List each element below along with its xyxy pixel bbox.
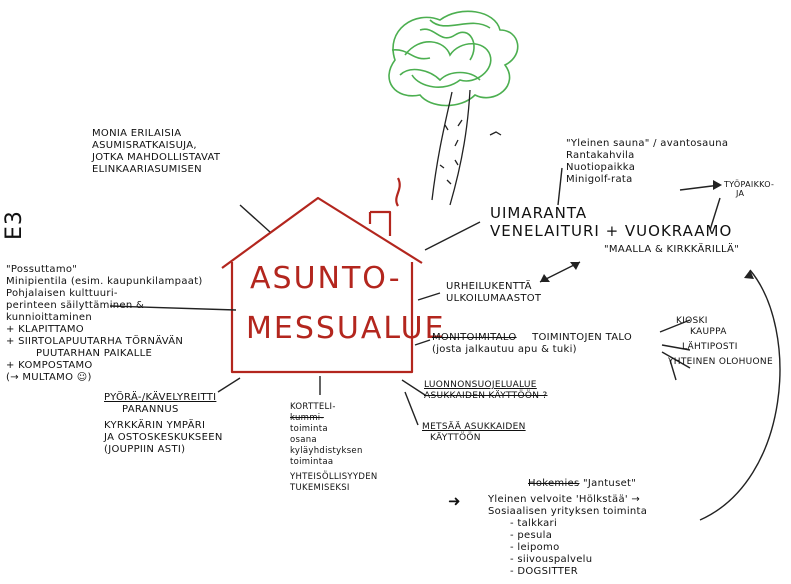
node-maalla: "MAALLA & KIRKKÄRILLÄ" [604, 244, 740, 255]
node-line: JA [736, 189, 745, 198]
arrowheads [540, 180, 754, 282]
node-line: Rantakahvila [566, 150, 635, 161]
node-line: Minigolf-rata [566, 174, 633, 185]
node-line: "Yleinen sauna" / avantosauna [566, 138, 729, 149]
node-line: - talkkari [510, 518, 558, 529]
node-vasen: "Possuttamo" Minipientila (esim. kaupunk… [6, 264, 203, 384]
node-line: - DOGSITTER [510, 566, 579, 577]
node-line: Sosiaalisen yrityksen toiminta [488, 506, 648, 517]
toimintojen-talo-sub: (josta jalkautuu apu & tuki) [432, 344, 577, 355]
node-luonnonsuojelu: LUONNONSUOJELUALUE ASUKKAIDEN KÄYTTÖÖN ? [424, 380, 548, 402]
jantuset-title: "Jantuset" [583, 478, 637, 489]
node-urheilukentta: URHEILUKENTTÄ ULKOILUMAASTOT [446, 281, 541, 305]
node-line: Pohjalaisen kulttuuri- [6, 288, 118, 299]
side-mark: E3 [2, 210, 27, 240]
node-line: ULKOILUMAASTOT [446, 293, 542, 304]
node-line: YHTEISÖLLISYYDEN [290, 472, 378, 482]
node-line: toimintaa [290, 457, 334, 467]
house-shape [221, 177, 423, 374]
node-line: METSÄÄ ASUKKAIDEN [422, 422, 526, 432]
node-uimaranta: UIMARANTA VENELAITURI + VUOKRAAMO [490, 204, 732, 240]
node-line: kunnioittaminen [6, 312, 92, 323]
node-line: ASUKKAIDEN KÄYTTÖÖN ? [424, 391, 548, 401]
node-line: + KOMPOSTAMO [6, 360, 93, 371]
node-line: + KLAPITTAMO [6, 324, 84, 335]
node-line: - leipomo [510, 542, 560, 553]
node-line: LUONNONSUOJELUALUE [424, 380, 537, 390]
node-toimintojen-talo-sub: KIOSKI KAUPPA LÄHTIPOSTI YHTEINEN OLOHUO… [668, 316, 773, 368]
struck-label: MONITOIMITALO [432, 332, 517, 343]
node-line: PYÖRÄ-/KÄVELYREITTI [104, 392, 217, 403]
struck-label: Hokemies [528, 478, 580, 489]
node-line: + SIIRTOLAPUUTARHA TÖRNÄVÄN [6, 336, 184, 347]
node-line: (JOUPPIIN ASTI) [104, 444, 186, 455]
node-line: KIOSKI [676, 316, 708, 326]
node-line: "Possuttamo" [6, 264, 78, 275]
node-line: - siivouspalvelu [510, 554, 593, 565]
node-line: KAUPPA [690, 327, 727, 337]
node-line: ELINKAARIASUMISEN [92, 164, 202, 175]
node-line: VENELAITURI + VUOKRAAMO [490, 222, 733, 240]
toimintojen-talo-title: TOIMINTOJEN TALO [532, 332, 633, 343]
node-line: JA OSTOSKESKUKSEEN [104, 432, 223, 443]
node-line: (→ MULTAMO ☺) [6, 372, 92, 383]
node-jantuset: Hokemies "Jantuset" Yleinen velvoite 'Hö… [488, 478, 647, 578]
node-line: KYRKKÄRIN YMPÄRI [104, 420, 206, 431]
node-line: Minipientila (esim. kaupunkilampaat) [6, 276, 203, 287]
connector-lines [109, 167, 781, 521]
node-line: kyläyhdistyksen [290, 446, 363, 456]
node-line: PARANNUS [122, 404, 179, 415]
node-tyopaikkoja: TYÖPAIKKO- JA [724, 180, 774, 198]
node-line: MONIA ERILAISIA [92, 128, 182, 139]
node-line: JOTKA MAHDOLLISTAVAT [92, 152, 221, 163]
node-line: UIMARANTA [490, 204, 588, 222]
node-line: KORTTELI- [290, 402, 336, 412]
node-line: Nuotiopaikka [566, 162, 636, 173]
node-line: URHEILUKENTTÄ [446, 281, 532, 292]
node-line: ASUMISRATKAISUJA, [92, 140, 197, 151]
node-toimintojen-talo: MONITOIMITALO TOIMINTOJEN TALO (josta ja… [432, 332, 632, 356]
node-kortteli: KORTTELI- kummi- toiminta osana kyläyhdi… [290, 402, 378, 494]
node-line: osana [290, 435, 317, 445]
tree-drawing [388, 10, 519, 206]
node-line: perinteen säilyttäminen & [6, 300, 145, 311]
center-title-line2: MESSUALUE [246, 311, 446, 346]
node-uimaranta-sub: "Yleinen sauna" / avantosauna Rantakahvi… [566, 138, 728, 186]
node-pyoratie: PYÖRÄ-/KÄVELYREITTI PARANNUS KYRKKÄRIN Y… [104, 392, 223, 456]
node-line: TYÖPAIKKO- [724, 180, 775, 189]
node-line: kummi- [290, 413, 324, 423]
node-line: KÄYTTÖÖN [430, 433, 481, 443]
node-line: TUKEMISEKSI [290, 483, 350, 493]
node-asumismuodot: MONIA ERILAISIA ASUMISRATKAISUJA, JOTKA … [92, 128, 220, 176]
node-line: YHTEINEN OLOHUONE [668, 357, 773, 367]
center-title-line1: ASUNTO- [250, 261, 402, 296]
node-metsa: METSÄÄ ASUKKAIDEN KÄYTTÖÖN [422, 422, 526, 444]
arrow-icon: ➜ [448, 492, 462, 510]
node-line: Yleinen velvoite 'Hölkstää' → [488, 494, 641, 505]
node-line: - pesula [510, 530, 553, 541]
node-line: toiminta [290, 424, 328, 434]
node-line: PUUTARHAN PAIKALLE [36, 348, 153, 359]
node-line: LÄHTIPOSTI [682, 342, 738, 352]
